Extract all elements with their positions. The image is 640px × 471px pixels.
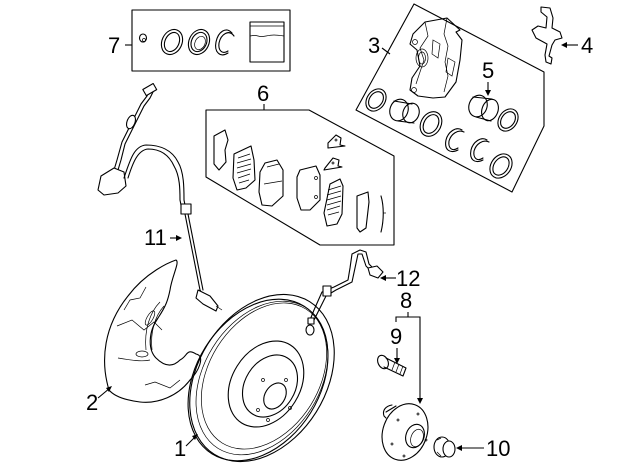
wheel-stud[interactable]: [376, 354, 407, 377]
svg-text:5: 5: [482, 58, 494, 83]
grease-packet-icon: [249, 21, 285, 63]
retaining-ring-icon: [445, 128, 465, 153]
brake-pad-icon: [232, 145, 256, 191]
caliper-assembly-panel[interactable]: [355, 3, 545, 193]
callout-5: 5: [482, 58, 494, 96]
brake-pad-icon: [296, 165, 321, 211]
hub-assembly[interactable]: [374, 397, 435, 467]
callout-11: 11: [144, 225, 182, 250]
callout-4: 4: [561, 33, 593, 58]
brake-pad-icon: [323, 178, 344, 227]
brake-pad-set-panel[interactable]: [205, 109, 395, 246]
seal-ring-icon: [160, 28, 184, 56]
shim-icon: [213, 129, 229, 171]
caliper-piston-icon: [468, 94, 499, 122]
dust-boot-icon: [187, 28, 211, 56]
wear-indicator-icon: [380, 195, 386, 233]
seal-ring-icon: [497, 108, 519, 132]
svg-text:9: 9: [390, 324, 402, 349]
callout-12: 12: [380, 266, 420, 291]
svg-text:12: 12: [396, 266, 420, 291]
hub-nut[interactable]: [433, 436, 456, 458]
dust-boot-icon: [489, 153, 513, 179]
svg-text:11: 11: [144, 225, 167, 250]
anti-rattle-clip-icon: [323, 157, 343, 171]
bleeder-screw-icon: [138, 33, 148, 43]
retaining-ring-icon: [215, 29, 235, 56]
retaining-ring-icon: [470, 138, 490, 163]
caliper-body-icon: [409, 17, 463, 99]
repair-kit-box[interactable]: [131, 9, 291, 72]
brake-rotor[interactable]: [159, 268, 364, 471]
svg-text:4: 4: [581, 33, 593, 58]
svg-text:8: 8: [400, 288, 412, 313]
splash-shield[interactable]: [104, 259, 202, 403]
svg-text:10: 10: [486, 436, 510, 461]
pad-retaining-clip[interactable]: [531, 6, 563, 65]
callout-2: 2: [86, 386, 112, 415]
abs-sensor-harness[interactable]: [97, 82, 223, 312]
callout-1: 1: [174, 434, 198, 461]
dust-boot-icon: [419, 111, 443, 137]
pad-wear-sensor[interactable]: [305, 249, 384, 336]
svg-text:2: 2: [86, 390, 98, 415]
callout-10: 10: [456, 436, 510, 461]
callout-8: 8: [395, 288, 423, 404]
callout-3: 3: [368, 33, 391, 58]
callout-6: 6: [257, 81, 269, 110]
svg-text:3: 3: [368, 33, 380, 58]
anti-rattle-clip-icon: [327, 134, 346, 149]
svg-text:7: 7: [108, 33, 120, 58]
svg-text:6: 6: [257, 81, 269, 106]
shim-icon: [356, 191, 370, 233]
seal-ring-icon: [365, 88, 387, 112]
brake-pad-icon: [258, 159, 284, 207]
svg-text:1: 1: [174, 436, 186, 461]
piston-icon: [389, 98, 420, 124]
callout-7: 7: [108, 33, 132, 58]
callout-9: 9: [390, 324, 402, 364]
